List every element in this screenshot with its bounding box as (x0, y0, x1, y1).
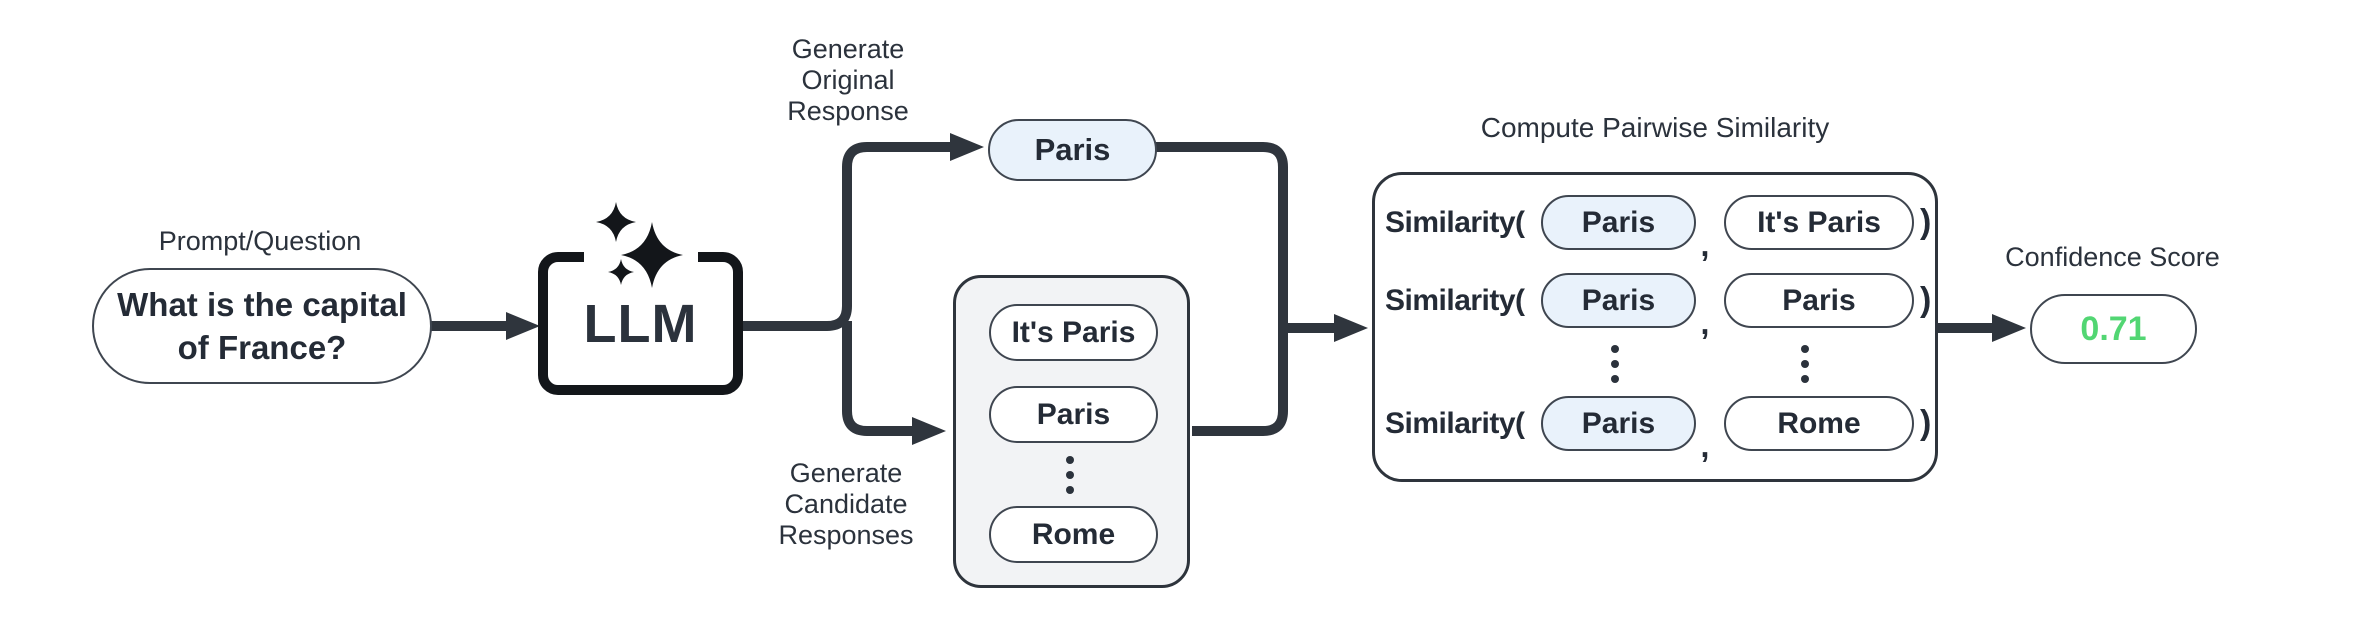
confidence-label: Confidence Score (2005, 242, 2220, 272)
arrowhead-to-confidence (1992, 314, 2026, 342)
compute-similarity-title: Compute Pairwise Similarity (1480, 112, 1830, 143)
close-paren-label: ) (1920, 203, 1932, 241)
vertical-ellipsis (1066, 456, 1074, 494)
comma-separator: , (1700, 227, 1710, 263)
similarity-function-label: Similarity( (1385, 205, 1525, 239)
similarity-function-label: Similarity( (1385, 283, 1525, 317)
prompt-pill: What is the capital of France? (92, 268, 432, 384)
candidate-text: It's Paris (1011, 315, 1136, 349)
prompt-label: Prompt/Question (158, 226, 362, 256)
sparkle-small (608, 259, 634, 285)
arrowhead-prompt-to-llm (506, 312, 540, 340)
prompt-text: What is the capital of France? (117, 286, 407, 366)
similarity-row: Similarity( Paris , Rome ) (1385, 396, 1932, 464)
candidate-pill: Paris (989, 386, 1158, 443)
llm-box: LLM (538, 252, 743, 395)
candidate-pill: Rome (989, 506, 1158, 563)
generate-candidates-label: Generate Candidate Responses (778, 458, 914, 550)
arrowhead-to-similarity (1334, 314, 1368, 342)
branch-connector-down (842, 321, 912, 436)
similarity-box: Similarity( Paris , It's Paris ) Similar… (1372, 172, 1938, 482)
candidate-text: Rome (1031, 517, 1116, 551)
close-paren-label: ) (1920, 404, 1932, 442)
close-paren-label: ) (1920, 281, 1932, 319)
similarity-left-pill: Paris (1541, 195, 1696, 250)
vertical-ellipsis (1801, 345, 1809, 383)
original-response-pill: Paris (988, 119, 1157, 181)
generate-original-label: Generate Original Response (787, 34, 909, 126)
candidates-box: It's Paris Paris Rome (953, 275, 1190, 588)
sparkles-icon (596, 202, 683, 288)
candidate-text: Paris (1036, 397, 1111, 431)
vertical-ellipsis (1611, 345, 1619, 383)
similarity-right-pill: Paris (1724, 273, 1914, 328)
similarity-row: Similarity( Paris , It's Paris ) (1385, 195, 1932, 263)
candidate-pill: It's Paris (989, 304, 1158, 361)
similarity-function-label: Similarity( (1385, 406, 1525, 440)
llm-label: LLM (583, 293, 698, 354)
arrowhead-to-original-response (950, 133, 984, 161)
merge-connector (1153, 142, 1288, 436)
similarity-right-pill: Rome (1724, 396, 1914, 451)
confidence-value: 0.71 (2080, 309, 2147, 348)
arrowhead-to-candidates (912, 417, 946, 445)
branch-connector-up (743, 142, 950, 331)
sparkle-large (621, 222, 683, 288)
confidence-pill: 0.71 (2030, 294, 2197, 364)
similarity-left-pill: Paris (1541, 273, 1696, 328)
comma-separator: , (1700, 428, 1710, 464)
sparkle-medium (596, 202, 636, 242)
comma-separator: , (1700, 305, 1710, 341)
similarity-right-pill: It's Paris (1724, 195, 1914, 250)
similarity-left-pill: Paris (1541, 396, 1696, 451)
original-response-text: Paris (1034, 132, 1111, 167)
similarity-row: Similarity( Paris , Paris ) (1385, 273, 1932, 341)
